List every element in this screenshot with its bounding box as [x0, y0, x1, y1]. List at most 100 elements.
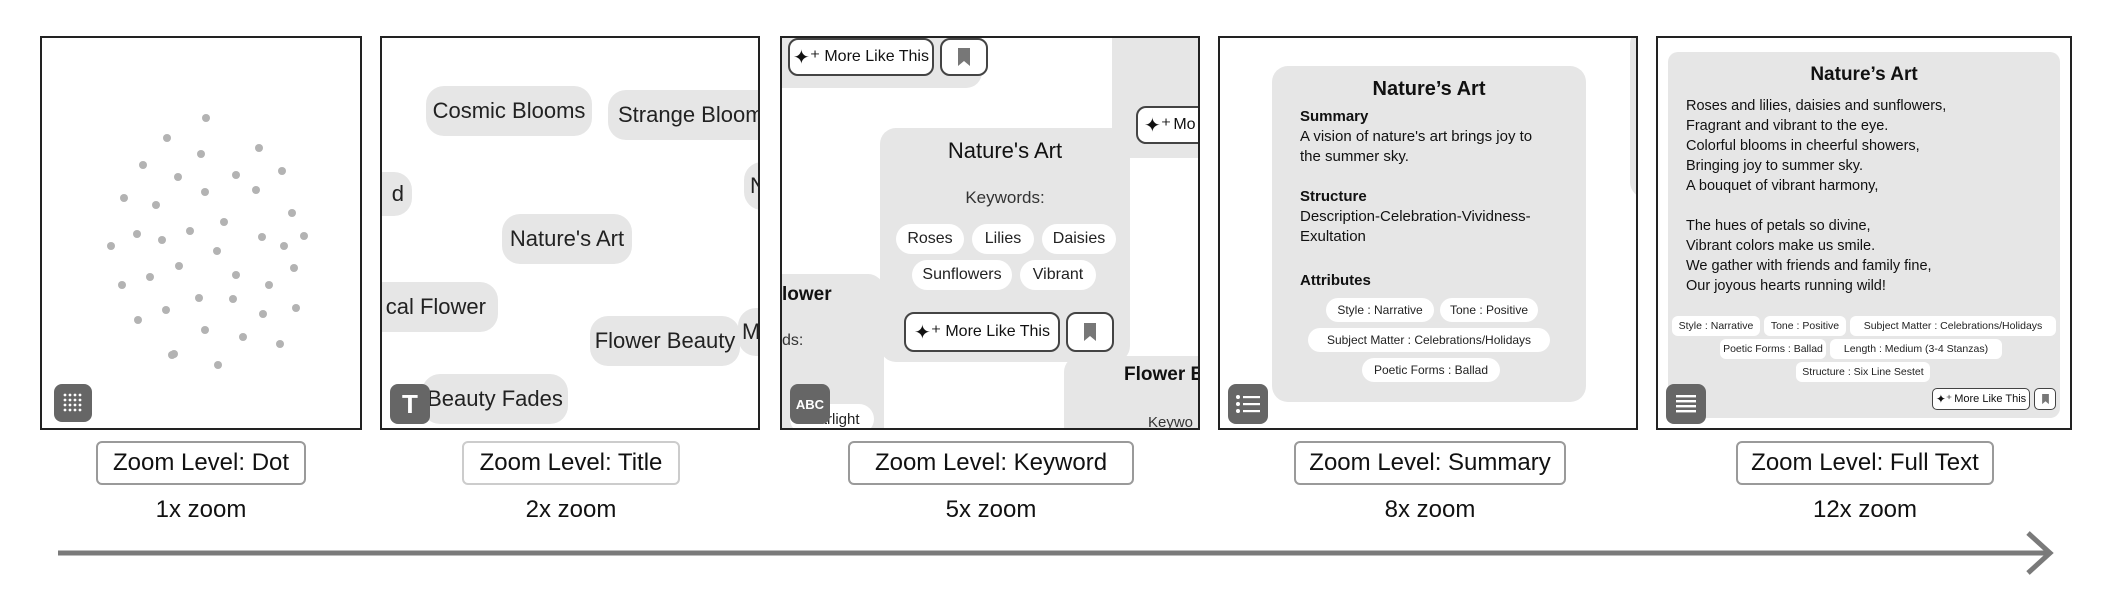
embedding-dot[interactable]: [162, 306, 170, 314]
embedding-dot[interactable]: [232, 171, 240, 179]
poem-stanza-2: The hues of petals so divine, Vibrant co…: [1686, 216, 1932, 296]
embedding-dot[interactable]: [255, 144, 263, 152]
embedding-dot[interactable]: [288, 209, 296, 217]
attribute-chip[interactable]: Subject Matter : Celebrations/Holidays: [1850, 316, 2056, 336]
embedding-dot[interactable]: [229, 295, 237, 303]
keyword-chip[interactable]: Sunflowers: [912, 260, 1012, 290]
keyword-chip[interactable]: Lilies: [972, 224, 1034, 254]
attributes-heading: Attributes: [1300, 272, 1371, 289]
embedding-dot[interactable]: [139, 161, 147, 169]
embedding-dot[interactable]: [265, 281, 273, 289]
title-zoom-panel: Cosmic Blooms Strange Blooms d N Nature'…: [380, 36, 760, 430]
keyword-chip[interactable]: Roses: [896, 224, 964, 254]
embedding-dot[interactable]: [118, 281, 126, 289]
zoom-factor-label: 1x zoom: [155, 496, 247, 523]
title-pill[interactable]: M: [738, 308, 758, 356]
embedding-dot[interactable]: [120, 194, 128, 202]
full-text-icon[interactable]: [1666, 384, 1706, 424]
embedding-dot[interactable]: [197, 150, 205, 158]
title-pill[interactable]: Cosmic Blooms: [426, 86, 592, 136]
embedding-dot[interactable]: [186, 227, 194, 235]
embedding-dot[interactable]: [258, 233, 266, 241]
attribute-chip[interactable]: Length : Medium (3-4 Stanzas): [1830, 339, 2002, 359]
card-title: Nature's Art: [947, 138, 1063, 163]
keyword-level-icon[interactable]: ABC: [790, 384, 830, 424]
more-like-this-button[interactable]: ✦⁺ More Like This: [904, 312, 1060, 352]
more-like-this-button[interactable]: ✦⁺ Mo: [1136, 106, 1198, 144]
keywords-label: Keywords:: [965, 188, 1045, 207]
embedding-dot[interactable]: [300, 232, 308, 240]
more-like-this-button[interactable]: ✦⁺ More Like This: [1932, 388, 2030, 410]
embedding-dot[interactable]: [292, 304, 300, 312]
embedding-dot[interactable]: [213, 247, 221, 255]
attribute-chip[interactable]: Structure : Six Line Sestet: [1796, 362, 1930, 382]
zoom-level-caption: Zoom Level: Dot: [96, 441, 306, 485]
more-like-this-label: Mo: [1173, 116, 1196, 133]
list-icon[interactable]: [1228, 384, 1268, 424]
embedding-dot[interactable]: [290, 264, 298, 272]
embedding-dot[interactable]: [146, 273, 154, 281]
title-pill[interactable]: Strange Blooms: [608, 90, 758, 140]
dot-grid-glyph: [63, 393, 82, 412]
attribute-chip[interactable]: Style : Narrative: [1326, 298, 1434, 322]
dot-zoom-panel: [40, 36, 362, 430]
partial-keywords-label: ds:: [782, 332, 804, 349]
embedding-dot[interactable]: [252, 186, 260, 194]
embedding-dot[interactable]: [259, 310, 267, 318]
embedding-dot[interactable]: [214, 361, 222, 369]
partial-card-right: [1630, 38, 1636, 198]
embedding-dot[interactable]: [163, 134, 171, 142]
poem-line: Fragrant and vibrant to the eye.: [1686, 118, 1889, 134]
poem-line: Roses and lilies, daisies and sunflowers…: [1686, 98, 1947, 114]
embedding-dot[interactable]: [133, 230, 141, 238]
embedding-dot[interactable]: [168, 351, 176, 359]
attribute-chip[interactable]: Poetic Forms : Ballad: [1720, 339, 1826, 359]
bookmark-button[interactable]: [1066, 312, 1114, 352]
title-pill[interactable]: cal Flower: [382, 282, 498, 332]
embedding-dot[interactable]: [107, 242, 115, 250]
bookmark-button[interactable]: [2034, 388, 2056, 410]
keyword-chip[interactable]: Daisies: [1042, 224, 1116, 254]
dot-grid-icon[interactable]: [54, 384, 92, 422]
attribute-chip[interactable]: Style : Narrative: [1672, 316, 1760, 336]
embedding-dot[interactable]: [239, 333, 247, 341]
embedding-dot[interactable]: [175, 262, 183, 270]
poem-line: Our joyous hearts running wild!: [1686, 278, 1886, 294]
title-pill[interactable]: Nature's Art: [502, 214, 632, 264]
attribute-chip[interactable]: Subject Matter : Celebrations/Holidays: [1308, 328, 1550, 352]
embedding-dot[interactable]: [220, 218, 228, 226]
poem-line: Colorful blooms in cheerful showers,: [1686, 138, 1920, 154]
embedding-dot[interactable]: [152, 201, 160, 209]
title-pill[interactable]: Flower Beauty: [590, 316, 740, 366]
embedding-dot[interactable]: [278, 167, 286, 175]
embedding-dot[interactable]: [195, 294, 203, 302]
attribute-chip[interactable]: Tone : Positive: [1764, 316, 1846, 336]
embedding-dot[interactable]: [134, 316, 142, 324]
embedding-dot[interactable]: [201, 326, 209, 334]
zoom-level-caption: Zoom Level: Summary: [1294, 441, 1566, 485]
keyword-chip[interactable]: Vibrant: [1020, 260, 1096, 290]
zoom-level-caption: Zoom Level: Full Text: [1736, 441, 1994, 485]
embedding-dot[interactable]: [280, 242, 288, 250]
bookmark-button[interactable]: [940, 38, 988, 76]
card-title: Nature’s Art: [1372, 78, 1486, 100]
summary-text: A vision of nature's art brings joy to: [1300, 128, 1533, 145]
keyword-zoom-panel: ✦⁺ More Like This ✦⁺ Mo Nature's Art Key…: [780, 36, 1200, 430]
embedding-dot[interactable]: [202, 114, 210, 122]
title-pill[interactable]: d: [382, 172, 412, 216]
zoom-level-caption: Zoom Level: Keyword: [848, 441, 1134, 485]
embedding-dot[interactable]: [276, 340, 284, 348]
title-pill[interactable]: Beauty Fades: [422, 374, 568, 424]
embedding-dot[interactable]: [232, 271, 240, 279]
attribute-chip[interactable]: Poetic Forms : Ballad: [1362, 358, 1500, 382]
card-title: Nature’s Art: [1810, 64, 1918, 85]
bullet-list-glyph: [1236, 395, 1260, 413]
embedding-dot[interactable]: [201, 188, 209, 196]
embedding-dot[interactable]: [158, 236, 166, 244]
embedding-dot[interactable]: [174, 173, 182, 181]
title-level-icon[interactable]: T: [390, 384, 430, 424]
attribute-chip[interactable]: Tone : Positive: [1440, 298, 1538, 322]
zoom-factor-label: 12x zoom: [1812, 496, 1918, 523]
more-like-this-button[interactable]: ✦⁺ More Like This: [788, 38, 934, 76]
title-pill[interactable]: N: [744, 162, 758, 210]
